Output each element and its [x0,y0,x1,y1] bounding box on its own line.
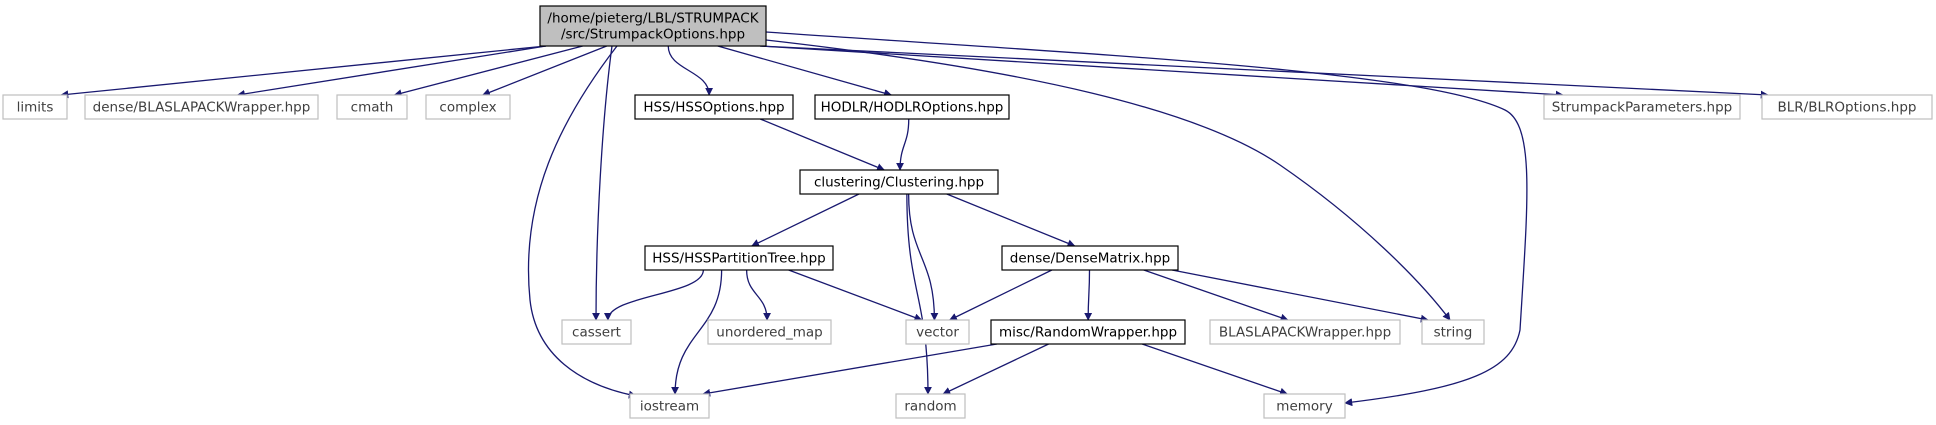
edge-root-to-memory [765,31,1528,407]
edge-root-to-string [765,39,1451,321]
edge-root-to-hodlroptions [717,45,893,97]
edge-randomwrapper-to-memory [1141,343,1288,396]
node-label: cassert [572,325,621,341]
node-vector: vector [905,319,970,345]
edge-root-to-blroptions [759,45,1769,99]
edge-root-to-cassert [592,45,613,321]
node-label: clustering/Clustering.hpp [814,175,984,191]
node-strumpackparams: StrumpackParameters.hpp [1543,94,1741,120]
node-label: HSS/HSSPartitionTree.hpp [652,251,826,267]
node-label: dense/DenseMatrix.hpp [1010,251,1170,267]
node-box [799,169,999,195]
node-root[interactable]: /home/pieterg/LBL/STRUMPACK/src/Strumpac… [539,5,767,47]
node-box [1543,94,1741,120]
edge-root-to-strumpackparams [759,45,1564,99]
edges-layer [60,31,1769,407]
node-box [895,393,966,419]
node-label: cmath [351,100,394,116]
node-box [539,5,767,47]
node-box [629,393,710,419]
node-box [84,94,319,120]
node-memory: memory [1263,393,1346,419]
node-box [2,94,68,120]
edge-hssoptions-to-clustering [760,118,885,171]
node-label: BLR/BLROptions.hpp [1778,100,1917,116]
node-label: string [1434,325,1473,341]
node-cmath: cmath [336,94,408,120]
node-box [336,94,408,120]
node-box [905,319,970,345]
edge-root-to-complex [482,45,607,97]
node-box [1421,319,1485,345]
node-label: iostream [640,399,699,415]
edge-hsspartition-to-vector [788,269,923,322]
edge-clustering-to-random [906,193,932,395]
node-box [707,319,832,345]
node-box [634,94,794,120]
edge-root-to-iostream [527,45,637,399]
node-label: complex [439,100,496,116]
node-blroptions: BLR/BLROptions.hpp [1761,94,1933,120]
node-iostream: iostream [629,393,710,419]
node-string: string [1421,319,1485,345]
node-blaslapack_dense: dense/BLASLAPACKWrapper.hpp [84,94,319,120]
edge-clustering-to-hsspartition [751,193,860,247]
node-label: HODLR/HODLROptions.hpp [821,100,1004,116]
node-densematrix[interactable]: dense/DenseMatrix.hpp [1001,245,1179,271]
node-hssoptions[interactable]: HSS/HSSOptions.hpp [634,94,794,120]
node-label: misc/RandomWrapper.hpp [999,325,1177,341]
node-box [1761,94,1933,120]
edge-root-to-hssoptions [667,45,714,96]
node-label: BLASLAPACKWrapper.hpp [1219,325,1391,341]
node-box [1263,393,1346,419]
node-box [425,94,511,120]
edge-densematrix-to-blaslapack [1143,269,1289,322]
node-label: vector [916,325,959,341]
node-blaslapack: BLASLAPACKWrapper.hpp [1209,319,1401,345]
node-label: dense/BLASLAPACKWrapper.hpp [93,100,311,116]
node-label: limits [17,100,54,116]
edge-root-to-blaslapack_dense [236,45,547,98]
edge-clustering-to-vector [907,193,939,321]
edge-clustering-to-densematrix [946,193,1076,247]
node-hsspartition[interactable]: HSS/HSSPartitionTree.hpp [644,245,834,271]
edge-hsspartition-to-cassert [603,269,705,321]
node-clustering[interactable]: clustering/Clustering.hpp [799,169,999,195]
node-box [644,245,834,271]
node-random: random [895,393,966,419]
edge-densematrix-to-string [1171,269,1429,323]
node-label: /src/StrumpackOptions.hpp [561,27,745,43]
node-cassert: cassert [561,319,632,345]
node-label: /home/pieterg/LBL/STRUMPACK [547,11,759,27]
node-box [1001,245,1179,271]
node-hodlroptions[interactable]: HODLR/HODLROptions.hpp [814,94,1010,120]
edge-densematrix-to-vector [948,269,1053,321]
node-randomwrapper[interactable]: misc/RandomWrapper.hpp [990,319,1186,345]
edge-hsspartition-to-iostream [671,269,723,395]
nodes-layer: /home/pieterg/LBL/STRUMPACK/src/Strumpac… [2,5,1933,419]
node-complex: complex [425,94,511,120]
node-label: HSS/HSSOptions.hpp [643,100,784,116]
node-label: StrumpackParameters.hpp [1552,100,1732,116]
node-box [990,319,1186,345]
node-label: random [904,399,956,415]
node-box [814,94,1010,120]
node-box [561,319,632,345]
node-unordered_map: unordered_map [707,319,832,345]
node-limits: limits [2,94,68,120]
edge-hsspartition-to-unordered_map [745,269,772,321]
edge-randomwrapper-to-iostream [702,343,998,397]
edge-root-to-cmath [393,45,583,98]
edge-root-to-limits [60,45,547,99]
edge-hodlroptions-to-clustering [896,118,910,171]
node-label: memory [1276,399,1332,415]
edge-randomwrapper-to-random [942,343,1049,395]
node-box [1209,319,1401,345]
node-label: unordered_map [716,325,822,341]
edge-densematrix-to-randomwrapper [1084,269,1093,321]
